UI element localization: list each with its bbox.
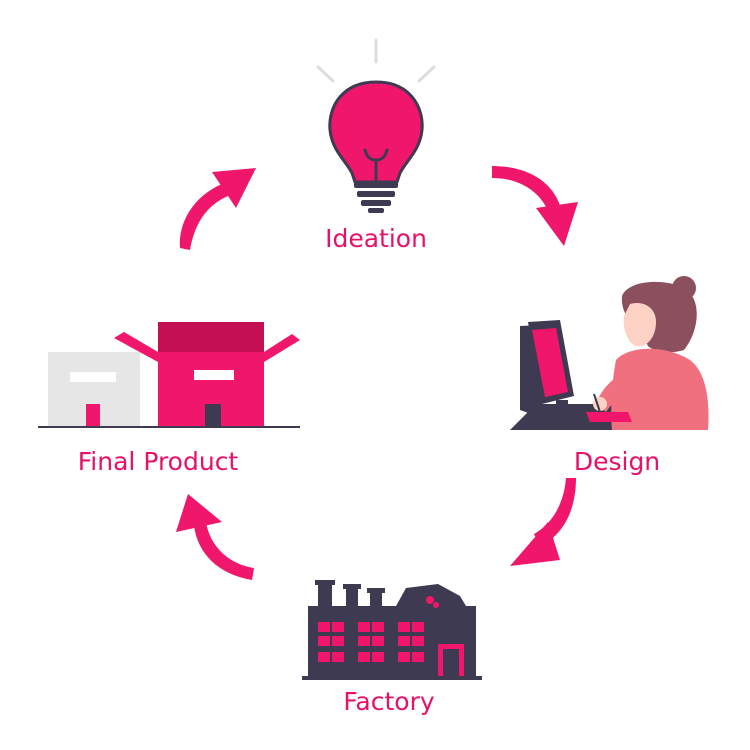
arrow-final-to-ideation — [179, 168, 256, 250]
stage-label-ideation: Ideation — [325, 224, 427, 253]
stage-label-design: Design — [573, 447, 661, 476]
lightbulb-icon — [316, 38, 436, 213]
arrow-design-to-factory — [510, 478, 576, 566]
stage-label-final-product: Final Product — [77, 447, 239, 476]
factory-windows — [318, 622, 424, 662]
stage-label-factory: Factory — [343, 687, 435, 716]
designer-at-computer-icon — [510, 276, 709, 430]
cycle-arrows — [176, 166, 578, 580]
factory-icon — [302, 580, 482, 680]
arrow-factory-to-final — [176, 494, 254, 580]
arrow-ideation-to-design — [492, 166, 578, 246]
boxes-icon — [38, 322, 300, 428]
light-rays — [316, 38, 436, 83]
